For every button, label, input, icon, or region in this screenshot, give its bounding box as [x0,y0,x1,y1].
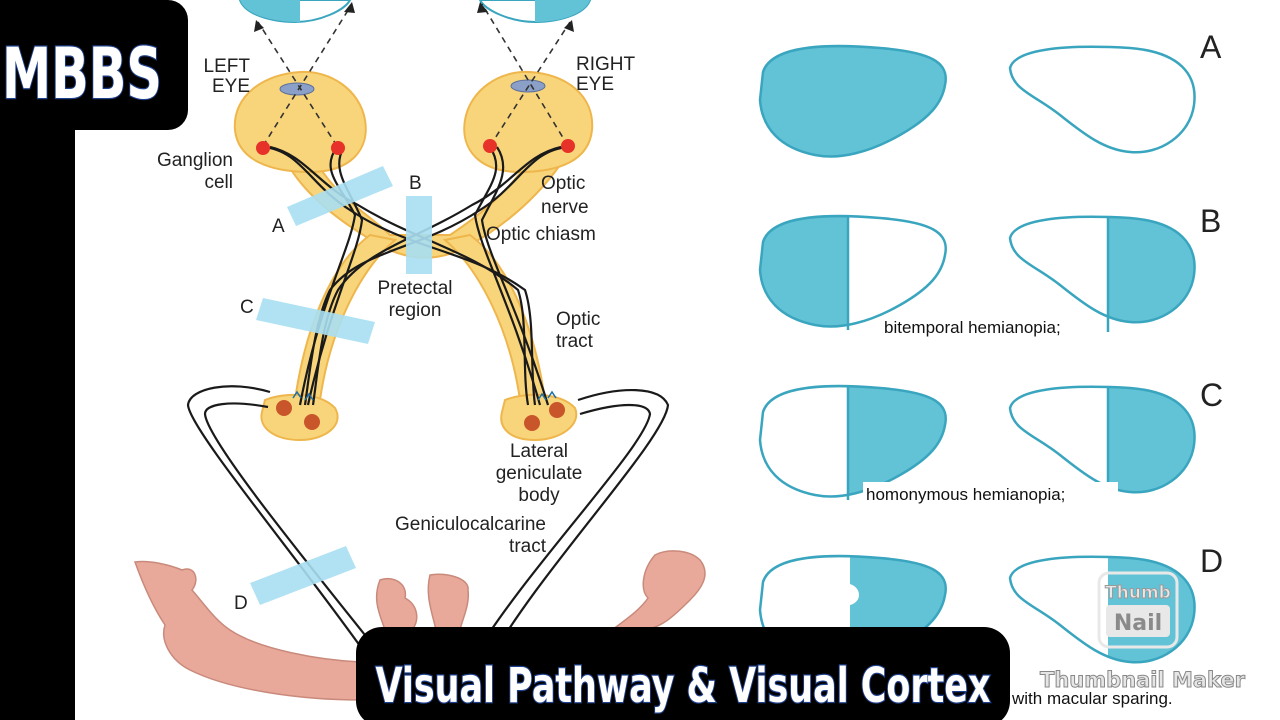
field-a-right [1008,45,1196,154]
caption-macular-sparing: with macular sparing. [1011,689,1173,708]
ganglion-cells [256,139,575,155]
lesion-letter-c: C [240,297,254,318]
label-optic-chiasm: Optic chiasm [486,224,596,245]
left-lens [279,82,315,96]
sight-lines [257,3,571,147]
lesion-bands [250,166,432,605]
lesion-letter-b: B [409,173,422,194]
video-title: Visual Pathway & Visual Cortex [376,658,991,714]
geniculocalcarine-tracts [186,385,670,661]
field-row-a: A [758,29,1222,158]
svg-text:Thumb: Thumb [1105,583,1171,603]
thumbnail-maker-watermark: Thumb Nail Thumbnail Maker [1040,571,1246,693]
field-a-left [758,44,947,158]
mbbs-logo-text: MBBS [2,33,162,115]
thumbnail-maker-logo [1097,571,1179,649]
caption-homonymous: homonymous hemianopia; [866,485,1065,504]
mbbs-badge: MBBS [0,0,188,130]
thumbnail-maker-text: Thumbnail Maker [1040,668,1246,692]
lgb-nuclei [276,400,565,431]
field-row-b: B [758,203,1221,332]
sight-arrowheads [254,2,574,32]
row-letter-c: C [1200,377,1223,413]
svg-text:Nail: Nail [1114,611,1162,636]
row-letter-b: B [1200,203,1221,239]
row-letter-a: A [1200,29,1222,65]
visual-cortex [133,550,706,701]
caption-bitemporal: bitemporal hemianopia; [884,318,1061,337]
lesion-letter-a: A [272,216,285,237]
lesion-letter-d: D [234,593,248,614]
row-letter-d: D [1200,543,1223,579]
nerve-fibres [262,145,569,406]
left-lgb [260,393,339,442]
title-banner: Visual Pathway & Visual Cortex [356,627,1010,720]
